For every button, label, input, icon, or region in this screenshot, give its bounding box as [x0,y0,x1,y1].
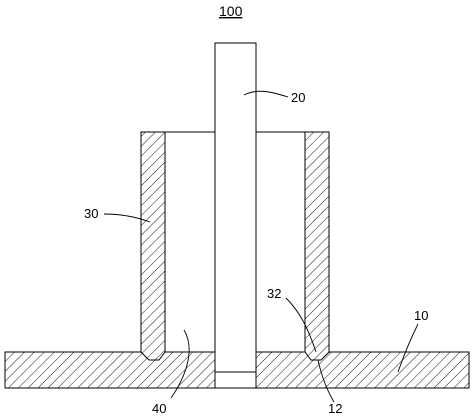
label-12: 12 [328,401,342,416]
figure-title: 100 [219,3,243,19]
center-pin [214,42,257,389]
sleeve-left-wall [140,131,166,361]
leader-32 [285,297,317,353]
label-20: 20 [291,90,305,105]
label-10: 10 [414,308,428,323]
leader-40 [170,329,190,399]
leader-10 [397,323,419,373]
leader-20 [243,90,289,98]
leader-12 [317,359,335,403]
label-30: 30 [84,206,98,221]
label-40: 40 [152,401,166,416]
leader-lines [103,90,419,403]
leader-30 [103,213,151,223]
label-32: 32 [267,286,281,301]
sleeve-right-wall [304,131,330,361]
